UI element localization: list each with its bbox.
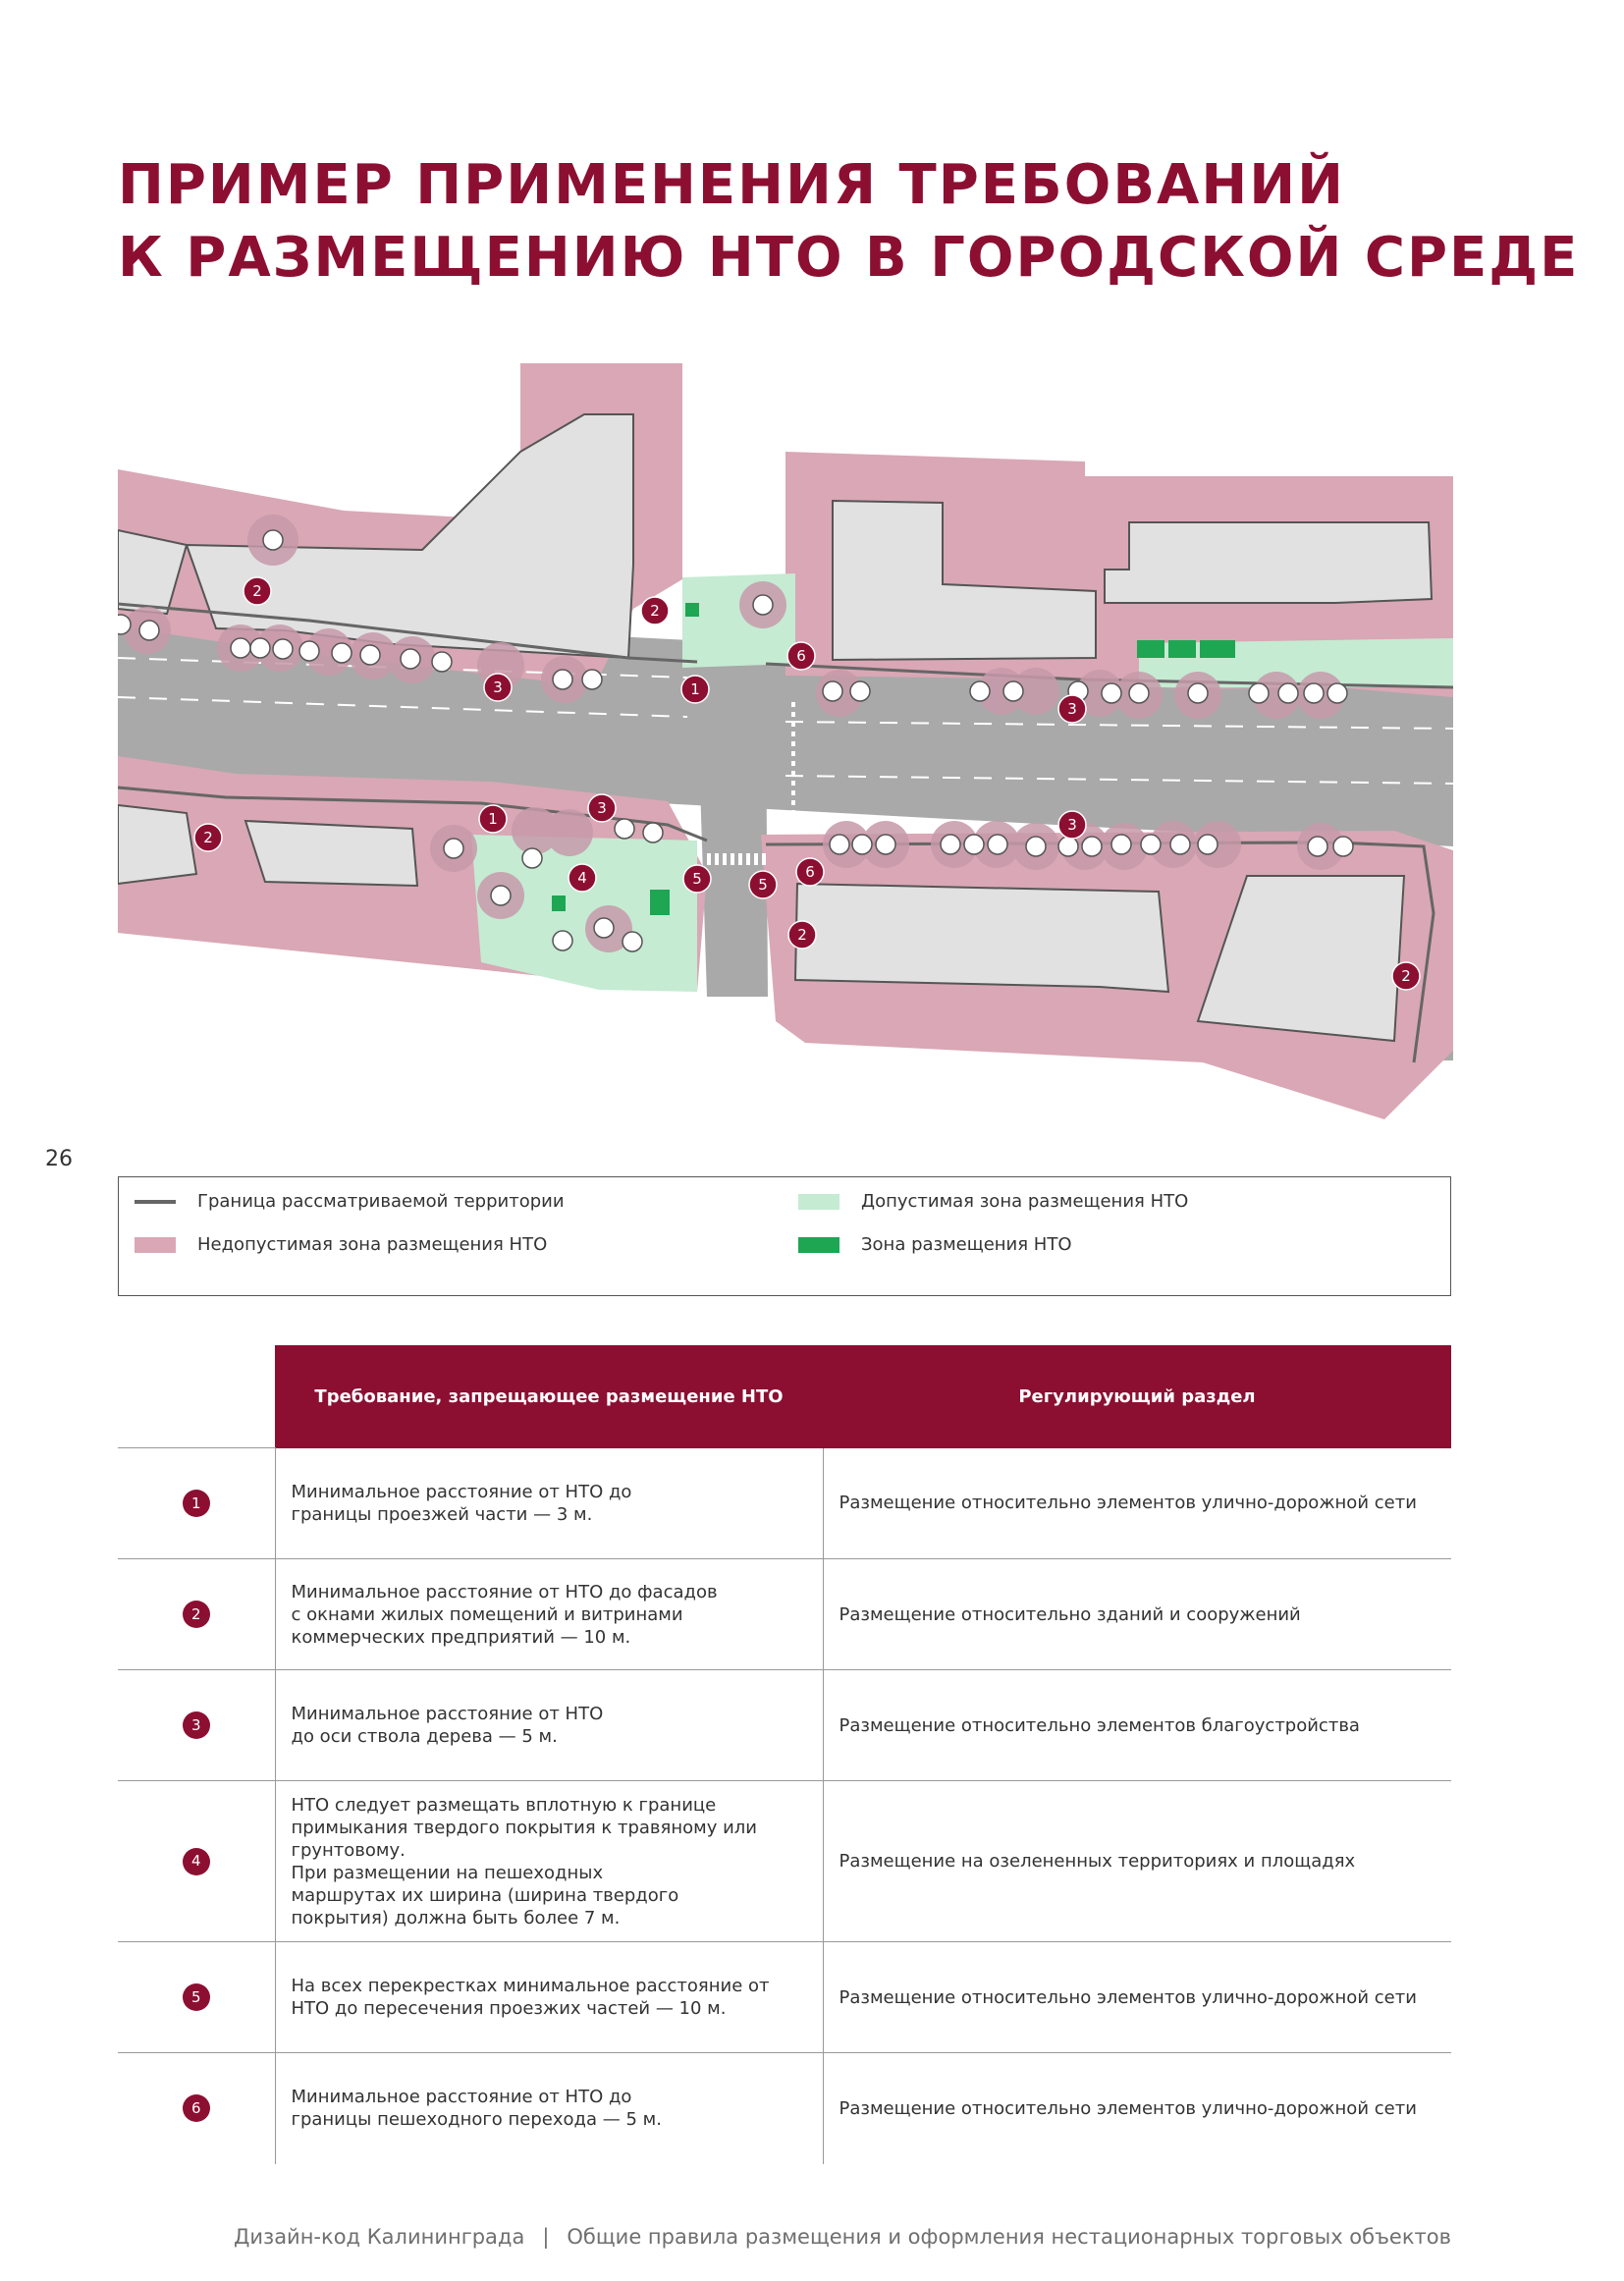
legend-item-placement: Зона размещения НТО (798, 1234, 1072, 1255)
crosswalk (707, 702, 795, 865)
requirements-table: Требование, запрещающее размещение НТО Р… (118, 1345, 1451, 2164)
requirement-cell: НТО следует размещать вплотную к границе… (274, 1780, 823, 1942)
number-badge: 2 (182, 1601, 210, 1628)
row-number-cell: 6 (118, 2053, 275, 2164)
map-marker-3: 3 (1057, 810, 1087, 840)
table-header-section: Регулирующий раздел (823, 1345, 1451, 1448)
section-cell: Размещение на озелененных территориях и … (822, 1780, 1451, 1942)
table-row: 1 Минимальное расстояние от НТО до грани… (118, 1447, 1451, 1559)
svg-text:1: 1 (488, 810, 498, 828)
section-cell: Размещение относительно элементов благоу… (822, 1669, 1451, 1781)
svg-text:2: 2 (797, 926, 807, 944)
table-row: 2 Минимальное расстояние от НТО до фасад… (118, 1558, 1451, 1670)
legend-item-allowed: Допустимая зона размещения НТО (798, 1191, 1188, 1212)
page-footer: Дизайн-код Калининграда | Общие правила ра… (0, 2225, 1451, 2249)
page-title: ПРИМЕР ПРИМЕНЕНИЯ ТРЕБОВАНИЙ К РАЗМЕЩЕНИ… (118, 149, 1579, 295)
svg-text:2: 2 (203, 829, 213, 846)
svg-text:3: 3 (493, 679, 503, 696)
legend-label-allowed: Допустимая зона размещения НТО (861, 1191, 1189, 1212)
svg-text:5: 5 (758, 876, 768, 894)
map-legend: Граница рассматриваемой территории Недоп… (118, 1176, 1451, 1296)
number-badge: 1 (182, 1490, 210, 1517)
row-number-cell: 5 (118, 1941, 275, 2053)
page-title-line-2: К РАЗМЕЩЕНИЮ НТО В ГОРОДСКОЙ СРЕДЕ (118, 226, 1580, 290)
requirement-cell: Минимальное расстояние от НТО до границы… (274, 1447, 823, 1559)
placement-zones (552, 603, 1235, 915)
svg-text:6: 6 (796, 647, 806, 665)
section-cell: Размещение относительно элементов улично… (822, 1941, 1451, 2053)
svg-text:2: 2 (650, 602, 660, 620)
svg-text:3: 3 (597, 799, 607, 817)
map-marker-6: 6 (786, 641, 816, 671)
legend-label-forbidden: Недопустимая зона размещения НТО (197, 1234, 548, 1255)
requirement-cell: На всех перекрестках минимальное расстоя… (274, 1941, 823, 2053)
requirement-markers: 2 2 3 1 6 3 2 1 3 3 4 5 5 6 2 2 (193, 576, 1421, 991)
map-marker-2: 2 (243, 576, 272, 606)
row-number-cell: 1 (118, 1447, 275, 1559)
page-title-line-1: ПРИМЕР ПРИМЕНЕНИЯ ТРЕБОВАНИЙ (118, 153, 1345, 217)
legend-swatch-allowed (798, 1193, 839, 1210)
requirement-cell: Минимальное расстояние от НТО до фасадов… (274, 1558, 823, 1670)
legend-swatch-placement (798, 1236, 839, 1253)
map-marker-2: 2 (787, 920, 817, 950)
footer-doc-title: Дизайн-код Калининграда (233, 2225, 525, 2249)
map-marker-1: 1 (478, 804, 508, 834)
row-number-cell: 3 (118, 1669, 275, 1781)
legend-swatch-forbidden (135, 1236, 176, 1253)
trees (118, 515, 1354, 952)
map-marker-5: 5 (748, 870, 778, 899)
svg-text:3: 3 (1067, 700, 1077, 718)
number-badge: 4 (182, 1847, 210, 1875)
table-row: 6 Минимальное расстояние от НТО до грани… (118, 2052, 1451, 2164)
road-cross (697, 693, 768, 997)
svg-text:2: 2 (252, 582, 262, 600)
map-marker-3: 3 (483, 673, 513, 702)
section-cell: Размещение относительно элементов улично… (822, 1447, 1451, 1559)
svg-text:5: 5 (692, 870, 702, 888)
page-number: 26 (45, 1147, 73, 1171)
map-marker-4: 4 (568, 863, 597, 893)
site-plan-map: 2 2 3 1 6 3 2 1 3 3 4 5 5 6 2 2 (118, 363, 1453, 1119)
map-marker-2: 2 (640, 596, 670, 625)
map-marker-6: 6 (795, 857, 825, 887)
buildings (118, 413, 1434, 1043)
svg-text:6: 6 (805, 863, 815, 881)
table-row: 3 Минимальное расстояние от НТО до оси с… (118, 1669, 1451, 1781)
legend-item-boundary: Граница рассматриваемой территории (135, 1191, 565, 1212)
legend-label-boundary: Граница рассматриваемой территории (197, 1191, 565, 1212)
table-header-number (118, 1345, 275, 1448)
row-number-cell: 4 (118, 1780, 275, 1942)
footer-section-title: Общие правила размещения и оформления не… (567, 2225, 1451, 2249)
legend-swatch-boundary (135, 1199, 176, 1204)
requirement-cell: Минимальное расстояние от НТО до границы… (274, 2052, 823, 2164)
table-header-requirement: Требование, запрещающее размещение НТО (275, 1345, 823, 1448)
legend-item-forbidden: Недопустимая зона размещения НТО (135, 1234, 547, 1255)
number-badge: 5 (182, 1983, 210, 2011)
table-row: 4 НТО следует размещать вплотную к грани… (118, 1780, 1451, 1942)
legend-label-placement: Зона размещения НТО (861, 1234, 1072, 1255)
row-number-cell: 2 (118, 1558, 275, 1670)
svg-text:3: 3 (1067, 816, 1077, 834)
map-marker-2: 2 (1391, 961, 1421, 991)
table-header-row: Требование, запрещающее размещение НТО Р… (118, 1345, 1451, 1448)
allowed-zones (471, 573, 1453, 992)
table-row: 5 На всех перекрестках минимальное расст… (118, 1941, 1451, 2053)
section-cell: Размещение относительно зданий и сооруже… (822, 1558, 1451, 1670)
footer-separator: | (542, 2225, 550, 2249)
section-cell: Размещение относительно элементов улично… (822, 2052, 1451, 2164)
number-badge: 6 (182, 2094, 210, 2123)
map-marker-1: 1 (680, 675, 710, 704)
map-marker-2: 2 (193, 823, 223, 852)
map-marker-3: 3 (1057, 694, 1087, 724)
svg-text:1: 1 (690, 680, 700, 698)
requirement-cell: Минимальное расстояние от НТО до оси ств… (274, 1669, 823, 1781)
map-marker-5: 5 (682, 864, 712, 894)
number-badge: 3 (182, 1711, 210, 1739)
svg-text:4: 4 (577, 869, 587, 887)
map-marker-3: 3 (587, 793, 617, 823)
svg-text:2: 2 (1401, 967, 1411, 985)
